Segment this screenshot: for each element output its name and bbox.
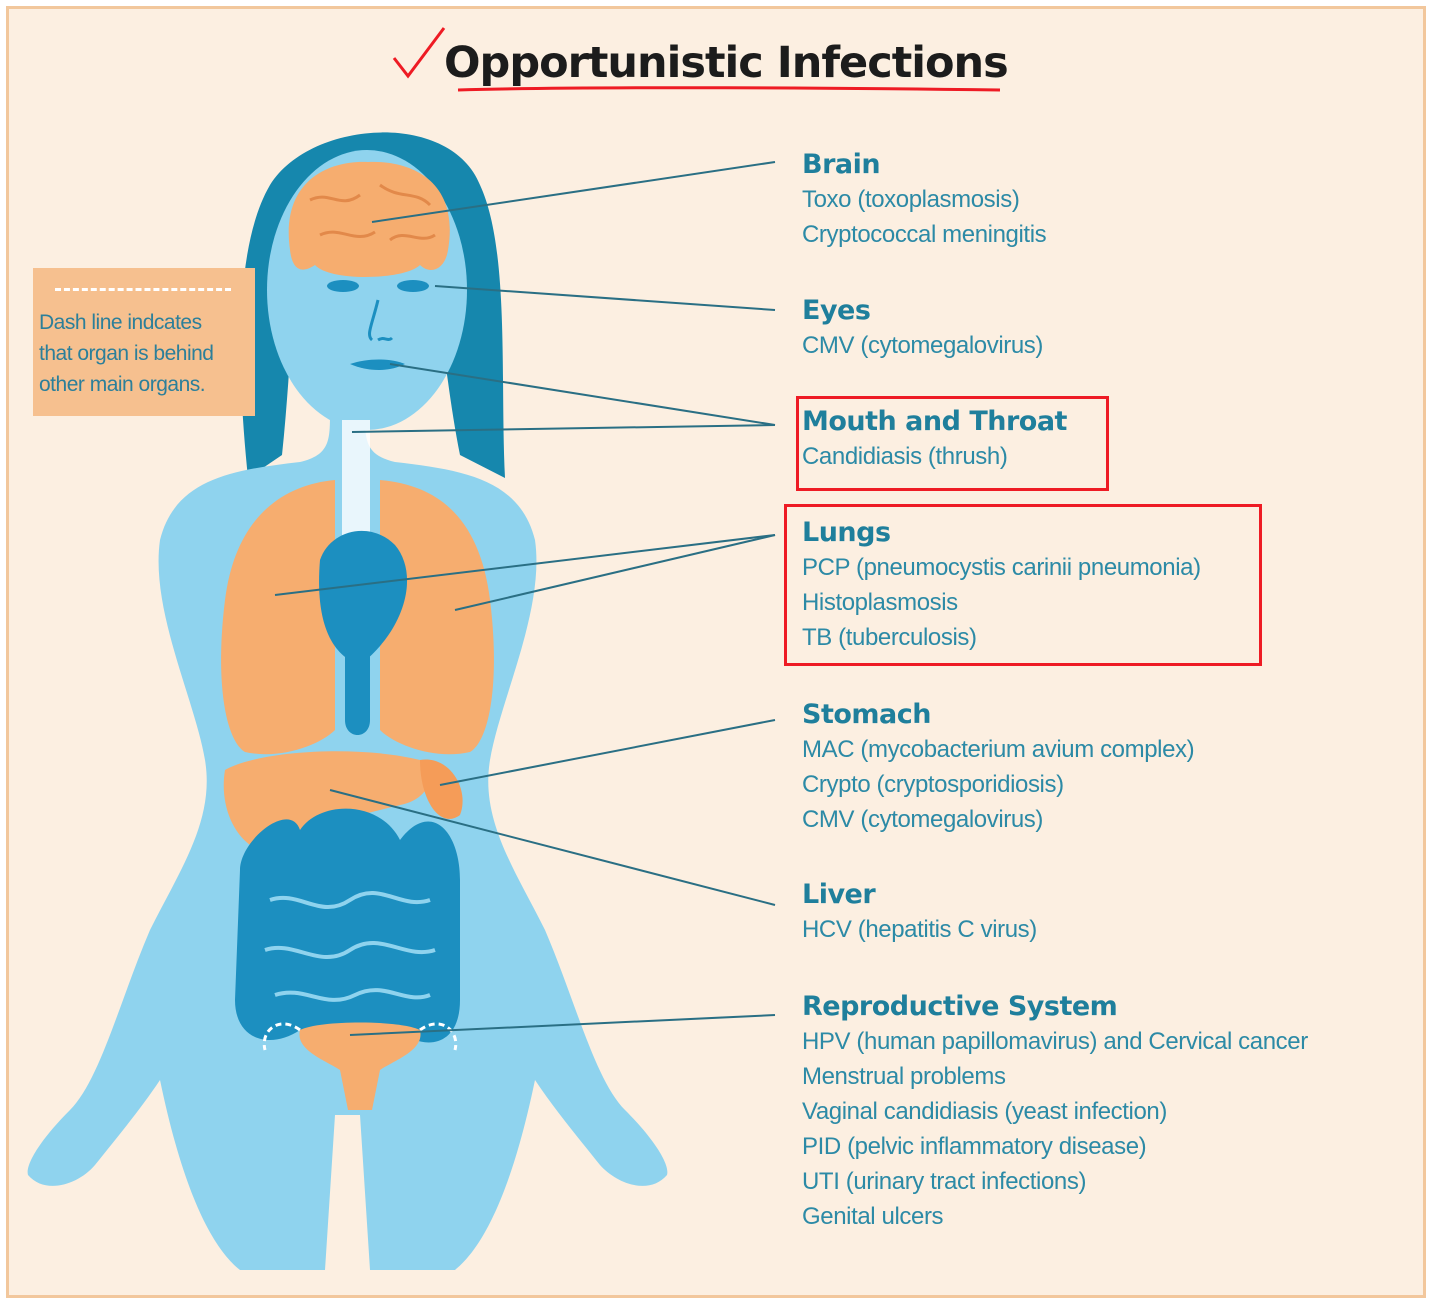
group-eyes: Eyes CMV (cytomegalovirus)	[802, 294, 1043, 363]
legend-dash-line	[55, 288, 231, 291]
group-item: Genital ulcers	[802, 1199, 1308, 1234]
page-title: Opportunistic Infections	[444, 38, 1044, 88]
legend-text-line-1: Dash line indcates	[39, 307, 247, 338]
legend-text-line-3: other main organs.	[39, 369, 247, 400]
title-underline	[458, 88, 1000, 90]
group-heading: Brain	[802, 148, 1046, 182]
group-item: Crypto (cryptosporidiosis)	[802, 767, 1194, 802]
highlight-box-mouth-and-throat	[796, 396, 1109, 491]
group-item: Menstrual problems	[802, 1059, 1308, 1094]
legend-text-line-2: that organ is behind	[39, 338, 247, 369]
group-item: Cryptococcal meningitis	[802, 217, 1046, 252]
group-item: UTI (urinary tract infections)	[802, 1164, 1308, 1199]
legend-box: Dash line indcates that organ is behind …	[33, 268, 255, 416]
group-item: Vaginal candidiasis (yeast infection)	[802, 1094, 1308, 1129]
group-item: MAC (mycobacterium avium complex)	[802, 732, 1194, 767]
trachea	[342, 420, 370, 550]
left-eye	[327, 280, 359, 292]
highlight-box-lungs	[784, 504, 1262, 666]
group-reproductive-system: Reproductive System HPV (human papilloma…	[802, 990, 1308, 1234]
pointer-mouth	[390, 364, 775, 425]
group-liver: Liver HCV (hepatitis C virus)	[802, 878, 1037, 947]
group-heading: Eyes	[802, 294, 1043, 328]
group-heading: Stomach	[802, 698, 1194, 732]
group-item: HCV (hepatitis C virus)	[802, 912, 1037, 947]
group-stomach: Stomach MAC (mycobacterium avium complex…	[802, 698, 1194, 837]
group-item: HPV (human papillomavirus) and Cervical …	[802, 1024, 1308, 1059]
group-item: Toxo (toxoplasmosis)	[802, 182, 1046, 217]
group-brain: Brain Toxo (toxoplasmosis) Cryptococcal …	[802, 148, 1046, 252]
pointer-throat	[352, 425, 775, 432]
group-heading: Reproductive System	[802, 990, 1308, 1024]
esophagus	[345, 650, 370, 735]
right-eye	[397, 280, 429, 292]
brain-organ	[289, 162, 450, 277]
check-mark-icon	[394, 28, 444, 76]
group-item: PID (pelvic inflammatory disease)	[802, 1129, 1308, 1164]
group-item: CMV (cytomegalovirus)	[802, 328, 1043, 363]
intestines	[235, 809, 460, 1043]
group-item: CMV (cytomegalovirus)	[802, 802, 1194, 837]
group-heading: Liver	[802, 878, 1037, 912]
